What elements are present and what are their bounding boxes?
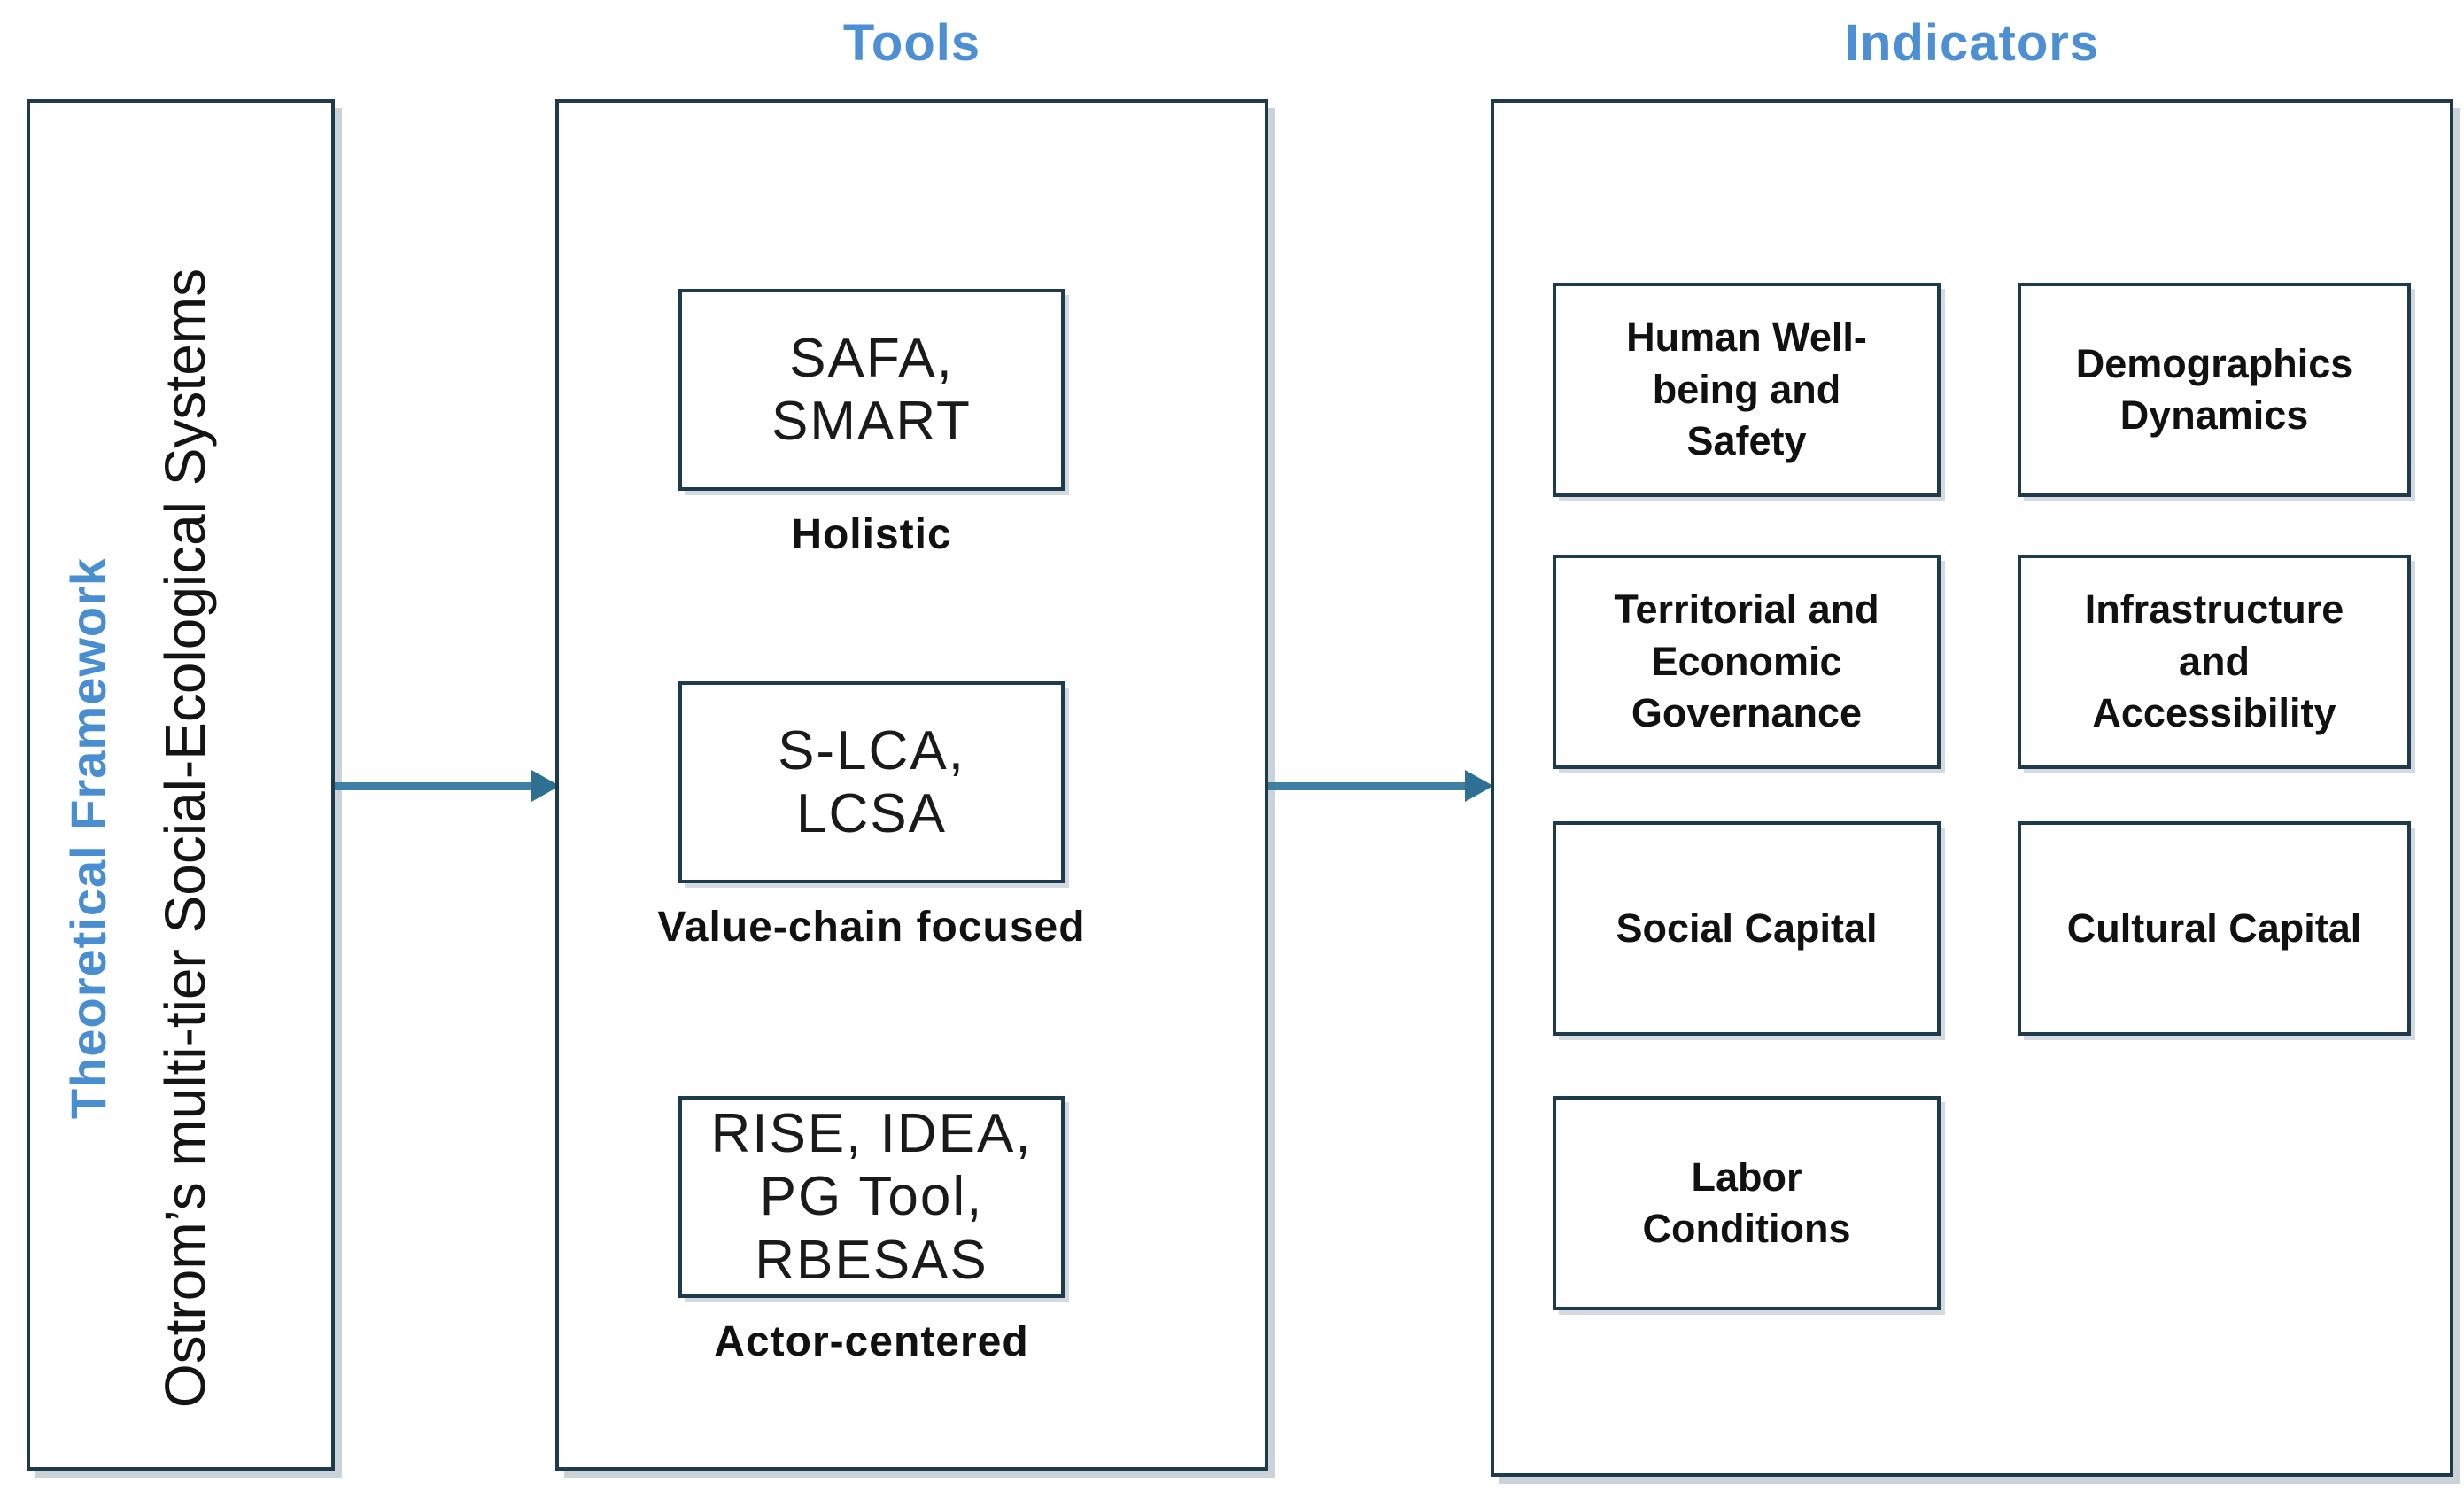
arrow-framework-to-tools-line [335, 782, 533, 790]
indicator-box-demographics-dynamics: Demographics Dynamics [2018, 283, 2411, 497]
tools-panel: SAFA, SMART Holistic S-LCA, LCSA Value-c… [555, 99, 1268, 1471]
tool-group-actor-centered: RISE, IDEA, PG Tool, RBESAS Actor-center… [678, 1096, 1065, 1366]
tool-category-value-chain: Value-chain focused [657, 904, 1086, 951]
tool-box-slca-lcsa: S-LCA, LCSA [678, 681, 1065, 883]
indicators-header: Indicators [1844, 13, 2100, 72]
arrow-framework-to-tools-head [531, 770, 560, 802]
indicator-box-cultural-capital: Cultural Capital [2018, 821, 2411, 1036]
tool-group-value-chain: S-LCA, LCSA Value-chain focused [657, 681, 1085, 952]
indicator-box-social-capital: Social Capital [1553, 821, 1941, 1036]
tool-group-holistic: SAFA, SMART Holistic [678, 289, 1065, 559]
tool-category-holistic: Holistic [791, 511, 952, 558]
indicator-box-labor-conditions: Labor Conditions [1553, 1096, 1941, 1310]
arrow-tools-to-indicators-line [1268, 782, 1467, 790]
tools-header: Tools [842, 13, 981, 72]
indicators-panel: Human Well- being and Safety Demographic… [1491, 99, 2453, 1477]
ostrom-vertical-label: Ostrom’s multi-tier Social-Ecological Sy… [153, 268, 217, 1409]
indicator-box-territorial-economic-governance: Territorial and Economic Governance [1553, 555, 1941, 769]
indicator-box-human-wellbeing-safety: Human Well- being and Safety [1553, 283, 1941, 497]
tool-box-safa-smart: SAFA, SMART [678, 289, 1065, 491]
arrow-tools-to-indicators-head [1465, 770, 1493, 802]
tool-category-actor-centered: Actor-centered [714, 1318, 1029, 1365]
theoretical-framework-panel: Theoretical Framework Ostrom’s multi-tie… [27, 99, 335, 1471]
tool-box-rise-idea-pgtool-rbesas: RISE, IDEA, PG Tool, RBESAS [678, 1096, 1065, 1298]
indicator-box-infrastructure-accessibility: Infrastructure and Accessibility [2018, 555, 2411, 769]
framework-vertical-label: Theoretical Framework [59, 556, 116, 1120]
